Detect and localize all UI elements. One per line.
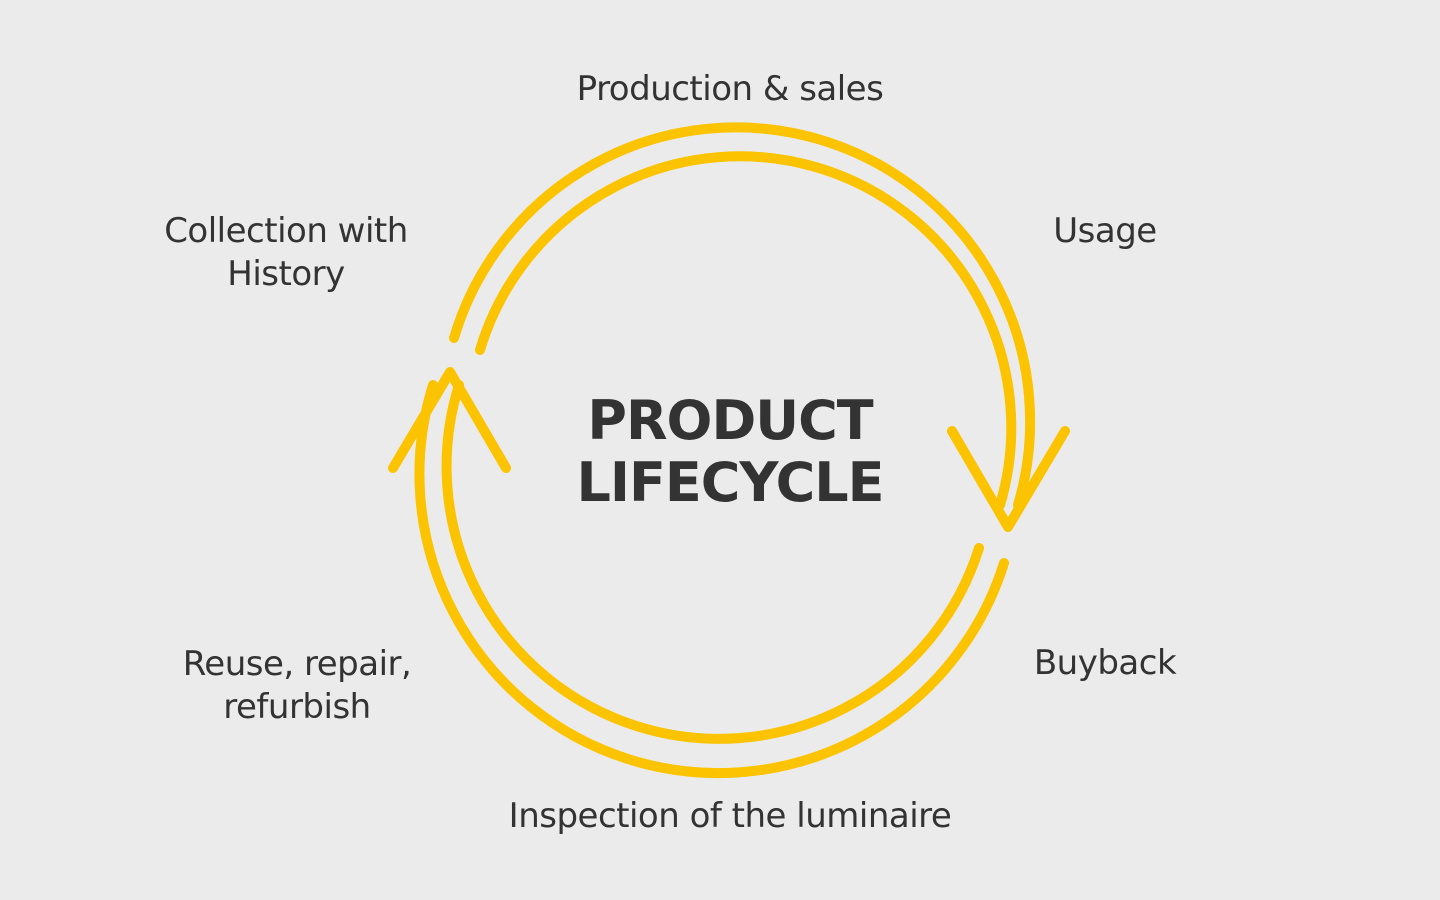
center-title-line1: PRODUCT <box>587 389 873 452</box>
stage-inspection: Inspection of the luminaire <box>480 795 980 838</box>
stage-inspection-line1: Inspection of the luminaire <box>508 796 952 836</box>
stage-buyback-line1: Buyback <box>1033 643 1177 683</box>
stage-reuse-line2: refurbish <box>223 687 371 727</box>
right-arrowhead <box>947 426 1070 532</box>
stage-collection-line2: History <box>227 254 345 294</box>
stage-production: Production & sales <box>530 68 930 111</box>
stage-collection: Collection with History <box>146 210 426 296</box>
stage-buyback: Buyback <box>1005 642 1205 685</box>
left-arrowhead <box>388 367 511 473</box>
lower-inner-arc <box>441 380 984 744</box>
stage-usage: Usage <box>1005 210 1205 253</box>
stage-reuse-line1: Reuse, repair, <box>182 644 412 684</box>
center-title: PRODUCT LIFECYCLE <box>530 390 930 514</box>
upper-outer-arc <box>449 122 1036 510</box>
upper-inner-arc <box>475 151 1017 510</box>
stage-usage-line1: Usage <box>1053 211 1157 251</box>
center-title-line2: LIFECYCLE <box>576 451 884 514</box>
stage-production-line1: Production & sales <box>576 69 884 109</box>
stage-reuse: Reuse, repair, refurbish <box>157 643 437 729</box>
lower-outer-arc <box>414 380 1009 779</box>
stage-collection-line1: Collection with <box>164 211 408 251</box>
